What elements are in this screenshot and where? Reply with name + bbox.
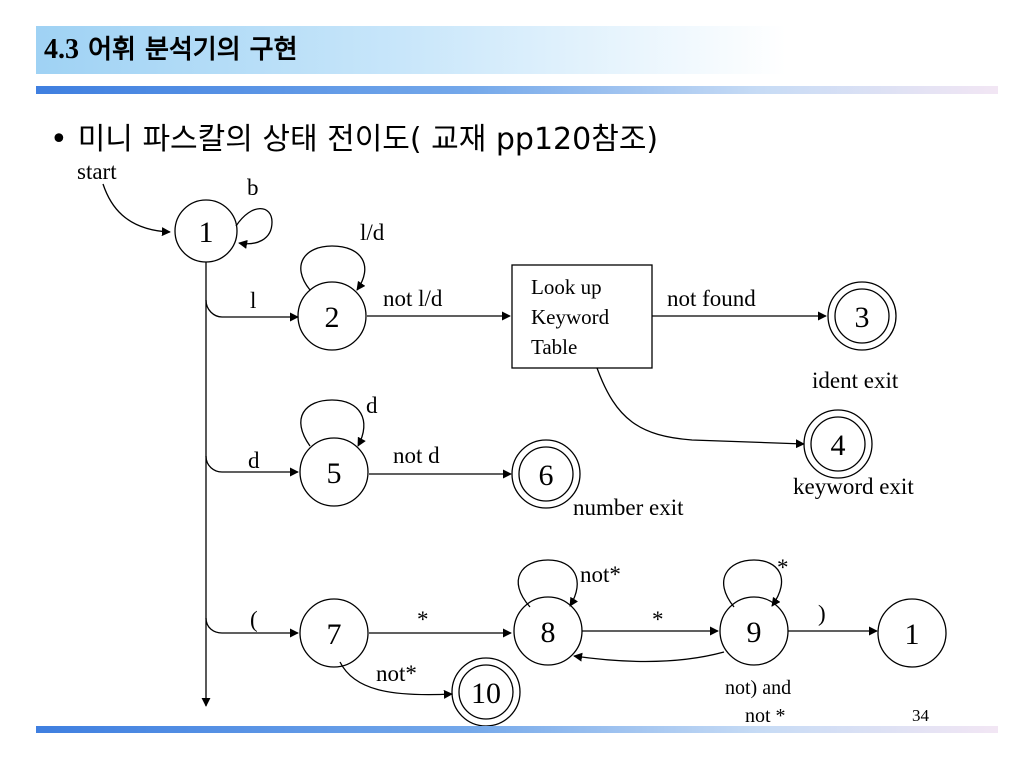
lookup-line-2: Keyword <box>531 305 610 329</box>
state-2-label: 2 <box>325 301 340 334</box>
state-2 <box>297 281 367 351</box>
state-3-label: 3 <box>855 301 870 334</box>
s2-to-box-label: not l/d <box>383 286 443 311</box>
slide-title: 4.3 어휘 분석기의 구현 <box>44 30 298 70</box>
start-arrow <box>102 183 171 237</box>
s8-self-loop <box>517 559 579 608</box>
start-label: start <box>77 159 117 184</box>
s8-self-label: not* <box>580 562 621 587</box>
bullet-text: 미니 파스칼의 상태 전이도( 교재 pp120참조) <box>77 122 659 157</box>
state-1-return <box>877 598 947 668</box>
state-4-inner <box>810 416 866 472</box>
state-9-label: 9 <box>747 616 762 649</box>
s7-to-s10-label: not* <box>376 661 417 686</box>
s9-self-label: * <box>777 555 789 580</box>
number-exit-label: number exit <box>573 495 684 520</box>
to-s5-label: d <box>248 448 260 473</box>
s5-self-loop <box>300 399 366 447</box>
s5-self-label: d <box>366 393 378 418</box>
lookup-line-3: Table <box>531 335 577 359</box>
s8-to-s9-label: * <box>652 607 664 632</box>
state-1 <box>174 199 238 263</box>
state-1-label: 1 <box>199 216 214 249</box>
state-5 <box>299 437 369 507</box>
s5-to-s6-label: not d <box>393 443 440 468</box>
bullet-marker: • <box>50 122 68 157</box>
header-rule <box>36 86 998 94</box>
state-8 <box>513 596 583 666</box>
section-title: 어휘 분석기의 구현 <box>88 35 298 65</box>
s2-self-loop <box>300 245 366 291</box>
s9-self-loop <box>723 559 783 608</box>
s2-self-label: l/d <box>360 220 385 245</box>
state-7 <box>299 598 369 668</box>
state-9 <box>719 596 789 666</box>
to-s2-label: l <box>250 288 256 313</box>
branch-to-s7 <box>205 617 299 638</box>
state-4-outer <box>803 409 873 479</box>
state-10-inner <box>458 664 514 720</box>
ident-exit-label: ident exit <box>812 368 899 393</box>
footer-rule <box>36 726 998 733</box>
title-band <box>36 26 998 74</box>
s1-self-loop <box>235 208 273 249</box>
to-s7-label: ( <box>250 607 258 632</box>
lookup-box <box>511 264 653 369</box>
state-3-outer <box>827 281 897 351</box>
s7-to-s10 <box>339 661 453 699</box>
lookup-line-1: Look up <box>531 275 602 299</box>
s7-to-s8-label: * <box>417 607 429 632</box>
box-to-s3-label: not found <box>667 286 756 311</box>
keyword-exit-label: keyword exit <box>793 474 914 499</box>
s9-to-s8-back <box>573 651 725 663</box>
state-3-inner <box>834 288 890 344</box>
branch-to-s5 <box>205 455 299 477</box>
bullet-line: • 미니 파스칼의 상태 전이도( 교재 pp120참조) <box>50 114 658 158</box>
state-7-label: 7 <box>327 618 342 651</box>
state-4-label: 4 <box>831 429 846 462</box>
back-label-line-2: not * <box>745 705 786 727</box>
branch-to-s2 <box>205 299 299 322</box>
state-6-label: 6 <box>539 459 554 492</box>
state-6-outer <box>511 439 581 509</box>
back-label-line-1: not) and <box>725 677 791 699</box>
state-10-label: 10 <box>471 677 501 710</box>
page-number: 34 <box>912 706 929 725</box>
s1-self-label: b <box>247 175 259 200</box>
s9-to-s1-label: ) <box>818 601 826 626</box>
section-number: 4.3 <box>44 34 79 65</box>
state-5-label: 5 <box>327 457 342 490</box>
state-8-label: 8 <box>541 616 556 649</box>
state-6-inner <box>518 446 574 502</box>
state-1-return-label: 1 <box>905 618 920 651</box>
box-to-s4 <box>596 367 805 449</box>
